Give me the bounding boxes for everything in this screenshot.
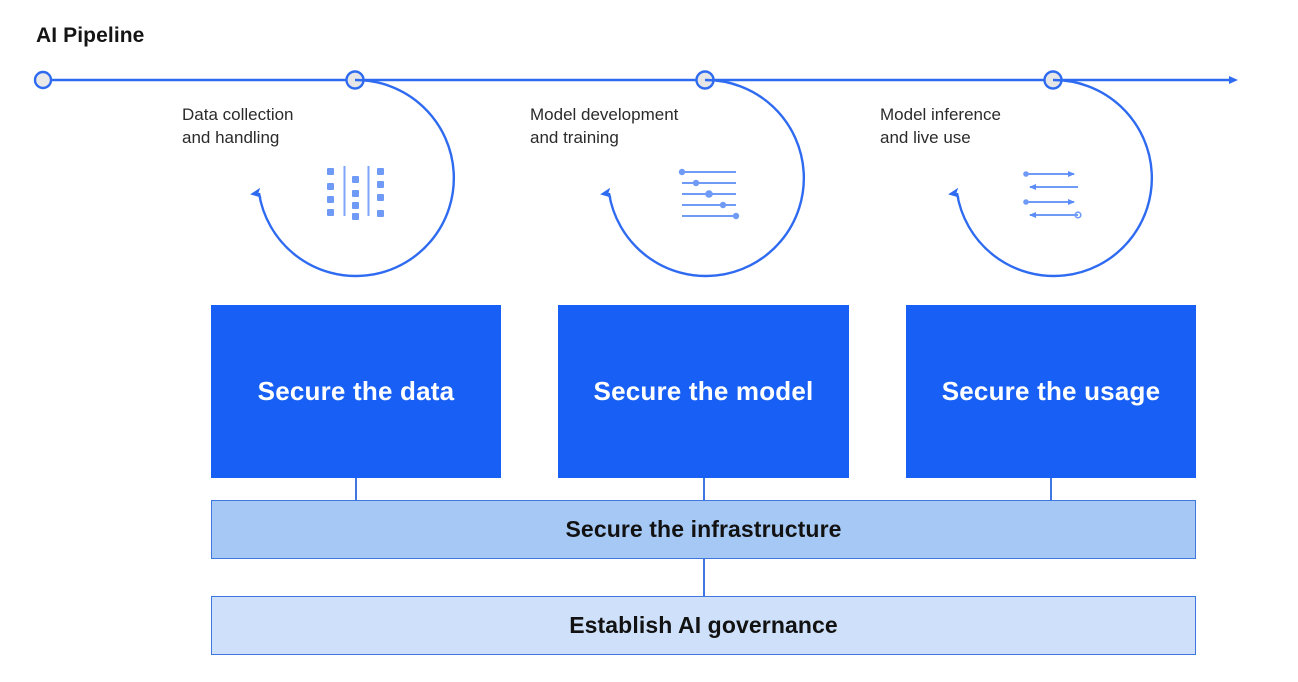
establish-ai-governance-bar[interactable]: Establish AI governance [211, 596, 1196, 655]
timeline-node-start[interactable] [33, 70, 53, 90]
timeline-node-stage-1[interactable] [345, 70, 365, 90]
data-grid-icon [327, 166, 384, 220]
secure-the-model-box[interactable]: Secure the model [558, 305, 849, 478]
timeline-node-stage-2[interactable] [695, 70, 715, 90]
page-title: AI Pipeline [36, 24, 145, 47]
secure-the-usage-label: Secure the usage [941, 376, 1161, 406]
stage-label-model-development: Model development and training [530, 105, 679, 147]
box-to-infrastructure-connectors [355, 478, 1052, 500]
timeline-node-stage-3[interactable] [1043, 70, 1063, 90]
establish-ai-governance-label: Establish AI governance [569, 612, 838, 638]
secure-the-data-box[interactable]: Secure the data [211, 305, 501, 478]
secure-the-infrastructure-label: Secure the infrastructure [565, 516, 842, 542]
bidirectional-arrows-icon [1023, 171, 1082, 219]
sliders-icon [678, 168, 740, 220]
secure-the-infrastructure-bar[interactable]: Secure the infrastructure [211, 500, 1196, 559]
timeline-nodes [33, 70, 1063, 90]
stage-label-model-inference: Model inference and live use [880, 105, 1001, 147]
secure-the-usage-box[interactable]: Secure the usage [906, 305, 1196, 478]
secure-the-model-label: Secure the model [593, 376, 814, 406]
stage-label-data-collection: Data collection and handling [182, 105, 294, 147]
secure-the-data-label: Secure the data [257, 376, 455, 406]
